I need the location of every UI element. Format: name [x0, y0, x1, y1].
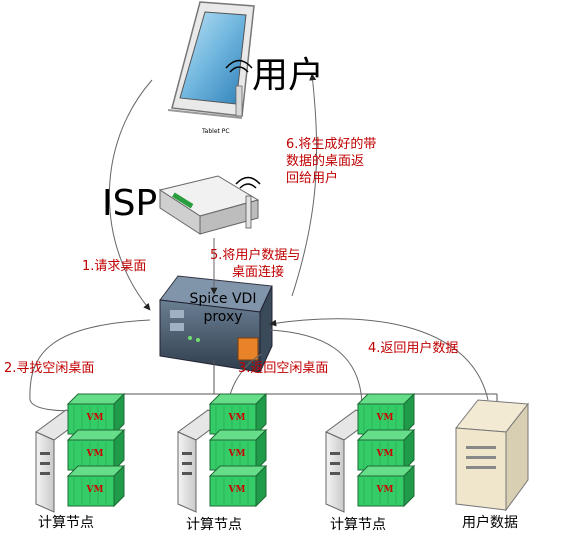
vm-label: VM: [228, 449, 246, 459]
vm-block: [66, 428, 126, 472]
step-3-label: 3.返回空闲桌面: [238, 361, 329, 376]
compute-node-3-label: 计算节点: [330, 517, 386, 533]
vm-block: [208, 428, 268, 472]
step-2-label: 2.寻找空闲桌面: [4, 361, 95, 376]
user-data-label: 用户数据: [462, 515, 518, 531]
isp-modem-icon: [158, 175, 261, 235]
vm-block: [208, 464, 268, 508]
step-5-label: 5.将用户数据与 桌面连接: [210, 247, 300, 281]
vm-label: VM: [86, 485, 104, 495]
vm-label: VM: [86, 413, 104, 423]
vm-block: [356, 392, 416, 436]
step-6-line3: 回给用户: [286, 171, 339, 186]
vm-block: [356, 464, 416, 508]
step-4-label: 4.返回用户数据: [368, 341, 459, 356]
compute-node-1-label: 计算节点: [38, 515, 94, 531]
proxy-label: Spice VDI proxy: [178, 290, 268, 326]
tablet-pc-icon: [167, 1, 255, 119]
step-1-label: 1.请求桌面: [82, 259, 147, 274]
vm-label: VM: [376, 485, 394, 495]
vm-label: VM: [228, 413, 246, 423]
vm-labels: VM VM VM VM VM VM VM VM VM: [86, 413, 394, 495]
vm-block: [208, 392, 268, 436]
vm-label: VM: [86, 449, 104, 459]
vm-block: [356, 428, 416, 472]
vm-block: [66, 464, 126, 508]
vm-label: VM: [376, 413, 394, 423]
step-5-line2: 桌面连接: [232, 265, 285, 280]
user-data-server-icon: [455, 399, 529, 512]
vm-label: VM: [228, 485, 246, 495]
vdi-proxy-server-icon: [159, 275, 273, 373]
step-6-line2: 数据的桌面返: [286, 154, 365, 169]
vm-label: VM: [376, 449, 394, 459]
step-arrows: [29, 73, 489, 415]
proxy-label-line1: Spice VDI: [189, 291, 257, 307]
tablet-caption: Tablet PC: [202, 128, 230, 135]
step-6-label: 6.将生成好的带 数据的桌面返 回给用户: [286, 136, 376, 187]
isp-label: ISP: [102, 183, 158, 224]
vm-layer: [66, 392, 416, 508]
step-5-line1: 5.将用户数据与: [210, 248, 301, 263]
proxy-label-line2: proxy: [203, 309, 243, 325]
user-label: 用户: [252, 55, 325, 96]
step-6-line1: 6.将生成好的带: [286, 137, 377, 152]
compute-node-2-label: 计算节点: [186, 517, 242, 533]
